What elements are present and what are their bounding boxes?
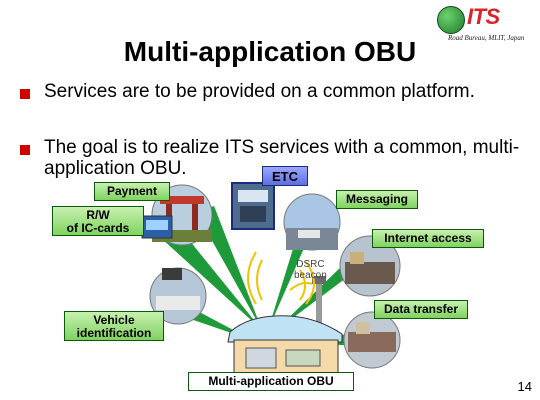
bullet-text-2: The goal is to realize ITS services with…	[44, 137, 520, 179]
messaging-label: Messaging	[336, 190, 418, 209]
data-transfer-photo	[343, 311, 401, 369]
bullet-icon	[20, 145, 30, 155]
messaging-photo	[283, 193, 341, 251]
slide-title: Multi-application OBU	[123, 36, 417, 67]
connector-messaging	[268, 226, 312, 330]
dsrc-beacon-label: DSRC beacon	[294, 259, 327, 281]
radio-waves	[247, 251, 315, 305]
page-number: 14	[517, 379, 532, 394]
rw-label-line2: of IC-cards	[66, 221, 130, 235]
dsrc-beacon-pole	[316, 280, 322, 336]
organization-label: Road Bureau, MLIT, Japan	[448, 34, 525, 42]
etc-photo	[231, 182, 275, 230]
car-illustration	[227, 315, 343, 377]
vehicle-identification-label: Vehicle identification	[64, 311, 164, 341]
bullet-text-1: Services are to be provided on a common …	[44, 81, 475, 102]
dsrc-label-line1: DSRC	[296, 259, 325, 270]
connector-internet	[274, 262, 354, 332]
rw-ic-cards-label: R/W of IC-cards	[52, 206, 144, 236]
payment-label: Payment	[94, 182, 170, 201]
vehicle-label-line1: Vehicle	[93, 313, 135, 327]
vehicle-id-photo	[149, 267, 207, 325]
rw-label-line1: R/W	[86, 208, 110, 222]
etc-label: ETC	[262, 166, 308, 186]
data-transfer-label: Data transfer	[374, 300, 468, 319]
multi-application-obu-label: Multi-application OBU	[188, 372, 354, 391]
dsrc-label-line2: beacon	[294, 270, 327, 281]
internet-access-label: Internet access	[372, 229, 484, 248]
vehicle-label-line2: identification	[76, 326, 152, 340]
dsrc-beacon-head	[312, 276, 326, 284]
card-reader-photo	[141, 215, 173, 239]
its-logo-text: ITS	[467, 4, 500, 29]
bullet-icon	[20, 89, 30, 99]
internet-photo	[339, 235, 401, 297]
its-logo-icon	[437, 6, 465, 34]
connector-payment	[196, 206, 262, 330]
